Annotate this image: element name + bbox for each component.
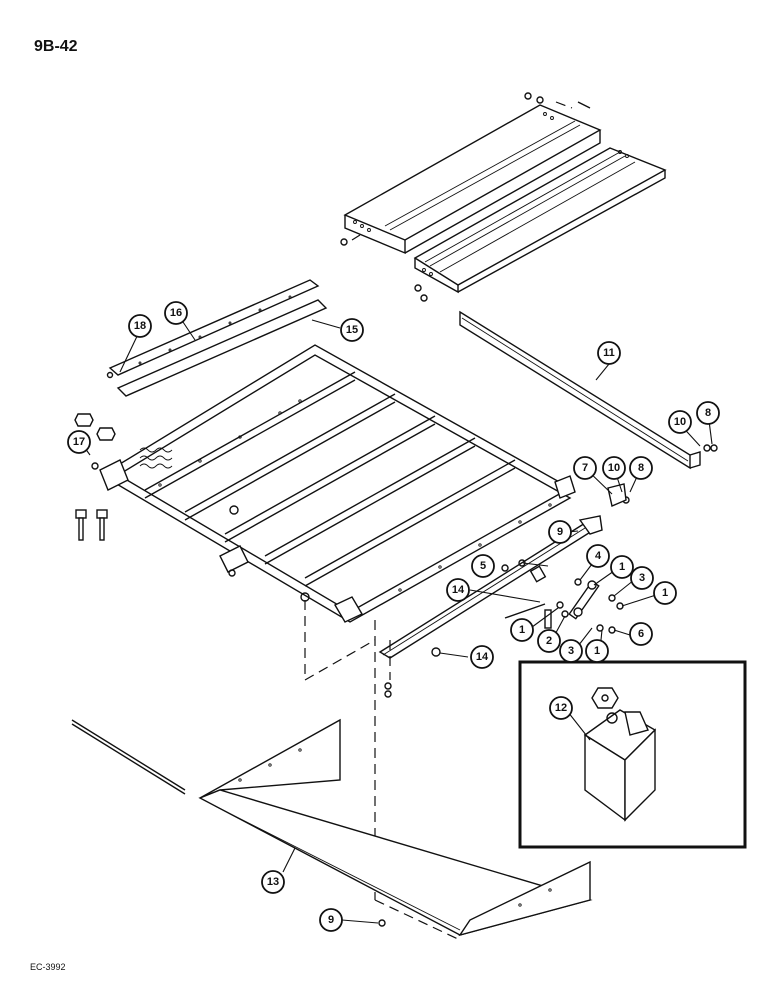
pan-part-13 (71, 718, 593, 937)
svg-text:3: 3 (639, 572, 645, 584)
callout-2: 2 (537, 629, 561, 653)
svg-text:13: 13 (267, 876, 279, 888)
svg-text:1: 1 (619, 561, 625, 573)
svg-text:15: 15 (346, 324, 358, 336)
callout-1-c: 1 (510, 618, 534, 642)
svg-text:6: 6 (638, 628, 644, 640)
callout-1-a: 1 (610, 555, 634, 579)
svg-text:14: 14 (476, 651, 489, 663)
callout-1-d: 1 (585, 639, 609, 663)
upper-panel-assembly (340, 92, 667, 302)
callout-16: 16 (164, 301, 188, 325)
callout-3-a: 3 (630, 566, 654, 590)
callout-9-lower: 9 (319, 908, 343, 932)
rail-part-11 (459, 310, 701, 470)
svg-text:8: 8 (638, 462, 644, 474)
callout-15: 15 (340, 318, 364, 342)
page-number: 9B-42 (34, 38, 78, 55)
drawing-code: EC-3992 (30, 962, 66, 972)
svg-text:1: 1 (519, 624, 525, 636)
svg-text:14: 14 (452, 584, 465, 596)
svg-text:3: 3 (568, 645, 574, 657)
svg-text:1: 1 (662, 587, 668, 599)
svg-text:1: 1 (594, 645, 600, 657)
svg-text:17: 17 (73, 436, 85, 448)
svg-text:9: 9 (328, 914, 334, 926)
bolts-left (74, 413, 116, 541)
inset-detail-box (518, 660, 747, 849)
callout-13: 13 (261, 870, 285, 894)
callout-10-lower: 10 (602, 456, 626, 480)
callout-7: 7 (573, 456, 597, 480)
svg-text:16: 16 (170, 307, 182, 319)
callout-1-b: 1 (653, 581, 677, 605)
callout-3-b: 3 (559, 639, 583, 663)
callout-17: 17 (67, 430, 91, 454)
svg-text:8: 8 (705, 407, 711, 419)
callout-5: 5 (471, 554, 495, 578)
main-frame (99, 344, 576, 623)
callout-11: 11 (597, 341, 621, 365)
svg-text:2: 2 (546, 635, 552, 647)
callout-14-upper: 14 (446, 578, 470, 602)
callout-14-lower: 14 (470, 645, 494, 669)
strip-parts-15-16 (106, 279, 328, 397)
callout-6: 6 (629, 622, 653, 646)
svg-text:5: 5 (480, 560, 486, 572)
callout-18: 18 (128, 314, 152, 338)
callout-4: 4 (586, 544, 610, 568)
svg-text:9: 9 (557, 526, 563, 538)
callout-10-upper: 10 (668, 410, 692, 434)
svg-text:11: 11 (603, 347, 615, 359)
svg-text:7: 7 (582, 462, 588, 474)
callout-8-lower: 8 (629, 456, 653, 480)
callout-12: 12 (549, 696, 573, 720)
svg-text:18: 18 (134, 320, 146, 332)
callout-9-upper: 9 (548, 520, 572, 544)
callout-8-upper: 8 (696, 401, 720, 425)
link-arm-assembly (378, 444, 718, 659)
svg-text:10: 10 (608, 462, 620, 474)
svg-text:10: 10 (674, 416, 686, 428)
svg-text:4: 4 (595, 550, 602, 562)
svg-text:12: 12 (555, 702, 567, 714)
